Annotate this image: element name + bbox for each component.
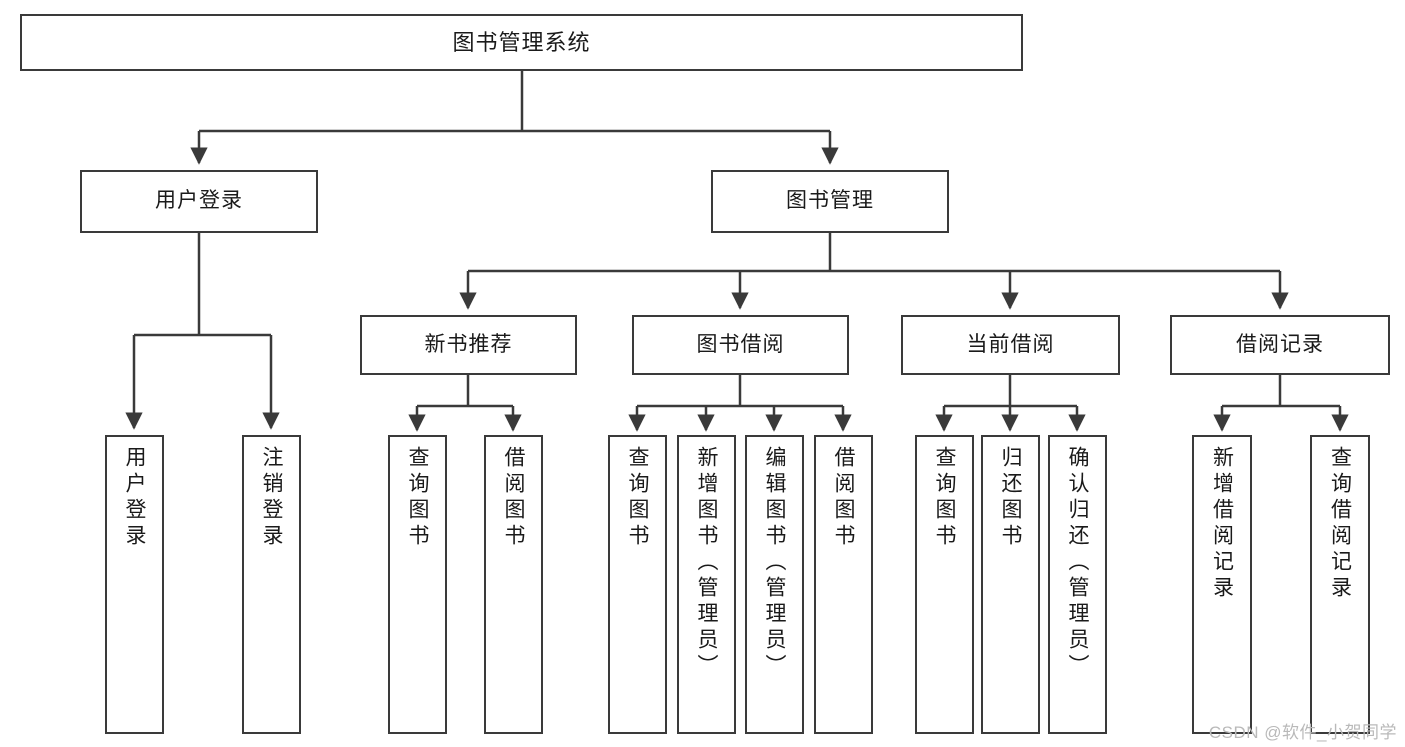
- watermark-text: CSDN @软件_小贺同学: [1208, 723, 1397, 742]
- node-user-login-label: 用户登录: [155, 189, 243, 213]
- node-leaf-add-record[interactable]: 新增借阅记录: [1192, 435, 1252, 734]
- node-current-borrow[interactable]: 当前借阅: [901, 315, 1120, 375]
- node-leaf-borrow-book-2-label: 借阅图书: [832, 446, 855, 550]
- node-leaf-borrow-book-1[interactable]: 借阅图书: [484, 435, 543, 734]
- node-leaf-add-record-label: 新增借阅记录: [1210, 446, 1234, 602]
- node-book-borrow[interactable]: 图书借阅: [632, 315, 849, 375]
- node-new-book-recommend-label: 新书推荐: [424, 332, 513, 356]
- node-leaf-user-login-label: 用户登录: [123, 446, 146, 550]
- node-leaf-confirm-return[interactable]: 确认归还（管理员）: [1048, 435, 1107, 734]
- node-current-borrow-label: 当前借阅: [966, 332, 1055, 356]
- node-leaf-query-record-label: 查询借阅记录: [1328, 446, 1352, 602]
- node-leaf-user-login[interactable]: 用户登录: [105, 435, 164, 734]
- node-leaf-borrow-book-2[interactable]: 借阅图书: [814, 435, 873, 734]
- node-leaf-query-book-1[interactable]: 查询图书: [388, 435, 447, 734]
- node-book-manage-label: 图书管理: [786, 189, 874, 213]
- node-borrow-record[interactable]: 借阅记录: [1170, 315, 1390, 375]
- node-leaf-query-book-2[interactable]: 查询图书: [608, 435, 667, 734]
- node-new-book-recommend[interactable]: 新书推荐: [360, 315, 577, 375]
- node-leaf-return-book[interactable]: 归还图书: [981, 435, 1040, 734]
- node-leaf-return-book-label: 归还图书: [999, 446, 1022, 550]
- node-leaf-query-book-3[interactable]: 查询图书: [915, 435, 974, 734]
- node-leaf-user-logout-label: 注销登录: [260, 446, 283, 550]
- node-leaf-add-book[interactable]: 新增图书（管理员）: [677, 435, 736, 734]
- node-leaf-query-book-1-label: 查询图书: [406, 446, 429, 550]
- node-leaf-user-logout[interactable]: 注销登录: [242, 435, 301, 734]
- node-leaf-confirm-return-label: 确认归还（管理员）: [1066, 446, 1089, 680]
- node-leaf-edit-book-label: 编辑图书（管理员）: [763, 446, 786, 680]
- node-book-borrow-label: 图书借阅: [696, 332, 785, 356]
- node-leaf-borrow-book-1-label: 借阅图书: [502, 446, 525, 550]
- node-leaf-edit-book[interactable]: 编辑图书（管理员）: [745, 435, 804, 734]
- node-user-login[interactable]: 用户登录: [80, 170, 318, 233]
- node-borrow-record-label: 借阅记录: [1236, 332, 1324, 356]
- node-leaf-add-book-label: 新增图书（管理员）: [695, 446, 718, 680]
- node-root[interactable]: 图书管理系统: [20, 14, 1023, 71]
- node-leaf-query-book-2-label: 查询图书: [626, 446, 649, 550]
- node-leaf-query-book-3-label: 查询图书: [933, 446, 956, 550]
- node-leaf-query-record[interactable]: 查询借阅记录: [1310, 435, 1370, 734]
- node-book-manage[interactable]: 图书管理: [711, 170, 949, 233]
- node-root-label: 图书管理系统: [452, 29, 591, 55]
